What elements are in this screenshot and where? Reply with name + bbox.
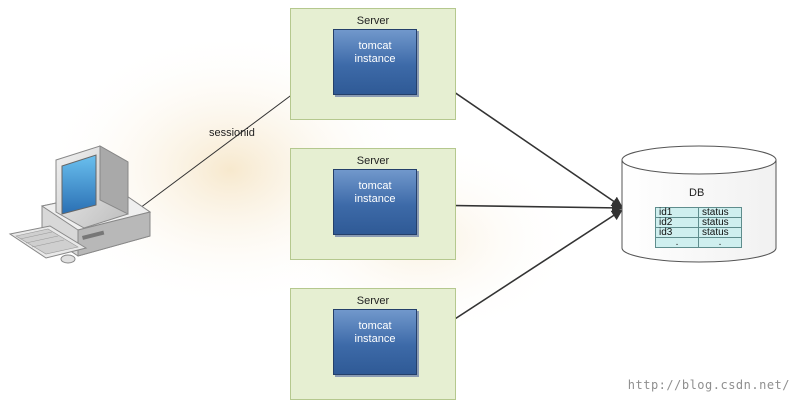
table-cell-status: status xyxy=(698,227,742,238)
server-title: Server xyxy=(356,15,390,27)
sessionid-label: sessionid xyxy=(209,127,255,139)
table-row: id2 status xyxy=(655,217,742,228)
table-cell-id: id1 xyxy=(655,207,699,218)
server-box-2: Server tomcat instance xyxy=(290,148,456,260)
instance-label-line: instance xyxy=(354,53,396,65)
server-title: Server xyxy=(356,155,390,167)
table-cell-id: . xyxy=(655,237,699,248)
session-table: id1 status id2 status id3 status . . xyxy=(655,207,742,248)
server-box-3: Server tomcat instance xyxy=(290,288,456,400)
table-cell-id: id3 xyxy=(655,227,699,238)
table-cell-id: id2 xyxy=(655,217,699,228)
tomcat-instance-3: tomcat instance xyxy=(333,309,417,375)
table-cell-status: status xyxy=(698,207,742,218)
tomcat-instance-2: tomcat instance xyxy=(333,169,417,235)
table-row: id1 status xyxy=(655,207,742,218)
desktop-computer-icon xyxy=(8,145,152,264)
instance-label-line: instance xyxy=(354,333,396,345)
table-cell-status: status xyxy=(698,217,742,228)
server-title: Server xyxy=(356,295,390,307)
db-title: DB xyxy=(689,187,705,199)
blog-watermark: http://blog.csdn.net/ xyxy=(627,378,790,392)
server-box-1: Server tomcat instance xyxy=(290,8,456,120)
table-row: . . xyxy=(655,237,742,248)
instance-label-line: instance xyxy=(354,193,396,205)
table-cell-status: . xyxy=(698,237,742,248)
instance-label-line: tomcat xyxy=(358,320,392,332)
instance-label-line: tomcat xyxy=(358,40,392,52)
table-row: id3 status xyxy=(655,227,742,238)
instance-label-line: tomcat xyxy=(358,180,392,192)
tomcat-instance-1: tomcat instance xyxy=(333,29,417,95)
